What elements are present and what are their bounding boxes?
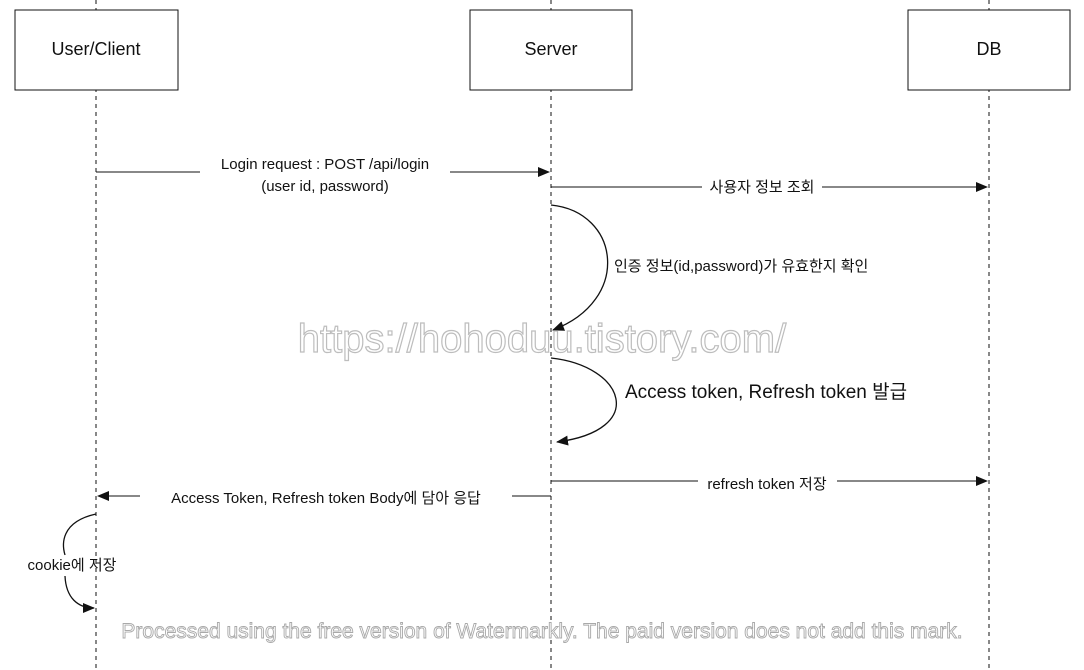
- message-respond-tokens: Access Token, Refresh token Body에 담아 응답: [97, 490, 551, 507]
- message-login-request: Login request : POST /api/login (user id…: [96, 156, 550, 195]
- url-watermark: https://hohoduu.tistory.com/: [298, 317, 787, 361]
- self-message-validate-label: 인증 정보(id,password)가 유효한지 확인: [614, 258, 868, 275]
- self-message-validate: 인증 정보(id,password)가 유효한지 확인: [550, 204, 868, 331]
- participant-client: User/Client: [14, 9, 179, 91]
- self-message-issue-tokens: Access token, Refresh token 발급: [550, 357, 907, 446]
- message-user-lookup-label: 사용자 정보 조회: [710, 179, 815, 196]
- message-login-request-label: Login request : POST /api/login: [221, 156, 429, 173]
- message-store-refresh: refresh token 저장: [551, 476, 988, 493]
- participant-server-label: Server: [524, 39, 577, 59]
- self-message-store-cookie: cookie에 저장: [28, 513, 117, 613]
- message-store-refresh-label: refresh token 저장: [707, 476, 827, 493]
- self-message-issue-tokens-label: Access token, Refresh token 발급: [625, 381, 907, 403]
- message-respond-tokens-label: Access Token, Refresh token Body에 담아 응답: [171, 490, 481, 507]
- watermarkly-notice: Processed using the free version of Wate…: [121, 620, 962, 643]
- message-user-lookup: 사용자 정보 조회: [551, 179, 988, 196]
- participant-db-label: DB: [976, 39, 1001, 59]
- participant-db: DB: [907, 9, 1071, 91]
- participant-client-label: User/Client: [51, 39, 140, 59]
- participant-server: Server: [469, 9, 633, 91]
- self-message-store-cookie-label: cookie에 저장: [28, 557, 117, 574]
- message-login-params-label: (user id, password): [261, 178, 389, 195]
